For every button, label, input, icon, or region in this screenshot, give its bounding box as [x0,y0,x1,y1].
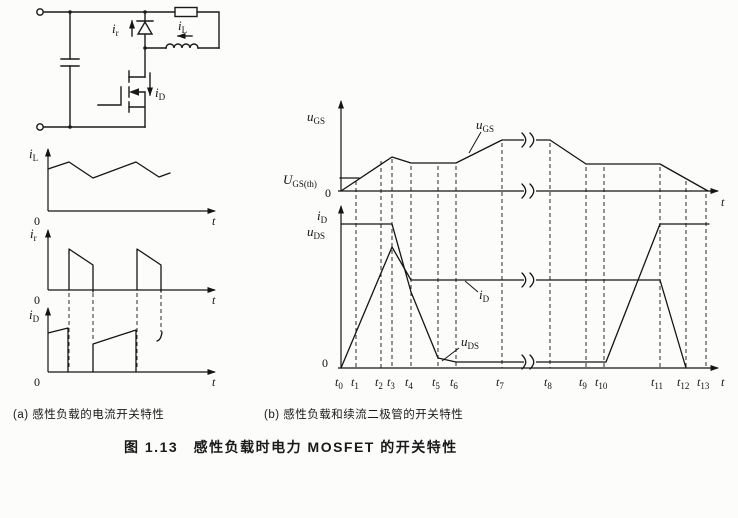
tick-t6: t6 [450,375,458,391]
leader-line [464,280,479,293]
circuit-diagram [36,6,220,131]
leader-line [468,131,482,154]
inductor-icon [165,43,199,49]
plot-ida-zero: 0 [34,375,40,389]
axis-break-gap [524,135,536,145]
junction-dot [68,125,72,129]
plot-id-uds [338,205,719,371]
plot-b2-ylabel-uds: uDS [307,224,325,241]
axis-break-icon [529,132,535,148]
circuit-label-ir: ir [112,21,119,38]
plot-b2-zero: 0 [322,356,328,370]
caption-b: (b) 感性负载和续流二极管的开关特性 [264,409,464,421]
waveform-ugs [340,139,709,192]
timing-guides [68,143,707,370]
diode-icon [136,20,154,35]
axis-break-icon [529,183,535,199]
leader-line [441,347,460,362]
tick-t3: t3 [387,375,395,391]
tick-t7: t7 [496,375,504,391]
axis-break-marks [521,132,536,370]
waveform-id-b [340,246,687,369]
plot-ida-ylabel: iD [29,307,40,324]
junction-dot [68,10,72,14]
plot-b2-xlabel: t [721,375,725,389]
capacitor-icon [60,58,80,67]
plot-ir-ylabel: ir [30,226,37,243]
tick-t10: t10 [595,375,608,391]
tick-t4: t4 [405,375,413,391]
axis-break-icon [521,272,527,288]
annot-ugs: uGS [476,117,494,134]
plot-ir [45,229,216,293]
plot-il [45,148,216,214]
annot-id: iD [479,287,490,304]
plot-ugs-xlabel: t [721,195,725,209]
junction-dot [143,46,147,50]
tick-t8: t8 [544,375,552,391]
tick-t2: t2 [375,375,383,391]
mosfet-icon [97,70,146,128]
plot-ugs-ylabel: uGS [307,109,325,126]
axis-break-icon [529,354,535,370]
tick-t13: t13 [697,375,710,391]
plot-il-xlabel: t [212,214,216,228]
tick-t5: t5 [432,375,440,391]
plot-id-a [45,307,216,375]
tick-t9: t9 [579,375,587,391]
terminal-top-icon [36,8,44,16]
waveform-uds [340,223,710,363]
waveform-id-a [47,327,163,373]
circuit-label-id: iD [155,85,166,102]
plot-ir-zero: 0 [34,293,40,307]
axis-break-icon [521,183,527,199]
plot-ugs [338,100,719,194]
circuit-label-il: iL [178,18,187,35]
tick-t11: t11 [651,375,663,391]
plot-il-ylabel: iL [29,146,38,163]
annotation-leaders [441,131,482,362]
axis-break-icon [521,132,527,148]
terminal-bottom-icon [36,123,44,131]
axis-break-gap [524,186,536,196]
junction-dot [143,10,147,14]
axis-break-gap [524,357,536,367]
tick-t0: t0 [335,375,343,391]
plot-ida-xlabel: t [212,375,216,389]
plot-b2-ylabel-id: iD [317,208,328,225]
axis-break-icon [521,354,527,370]
plot-ugs-zero: 0 [325,186,331,200]
wire [42,11,220,128]
axis-break-icon [529,272,535,288]
caption-a: (a) 感性负载的电流开关特性 [13,409,165,421]
waveform-il [47,161,171,179]
waveform-ir [68,248,162,293]
annot-uds: uDS [461,334,479,351]
plot-ir-xlabel: t [212,293,216,307]
resistor-icon [174,6,198,18]
plot-ugs-threshold-label: UGS(th) [283,172,317,189]
axis-break-gap [524,275,536,285]
figure-title: 图 1.13 感性负载时电力 MOSFET 的开关特性 [124,439,458,455]
tick-t12: t12 [677,375,689,391]
plot-il-zero: 0 [34,214,40,228]
tick-t1: t1 [351,375,359,391]
